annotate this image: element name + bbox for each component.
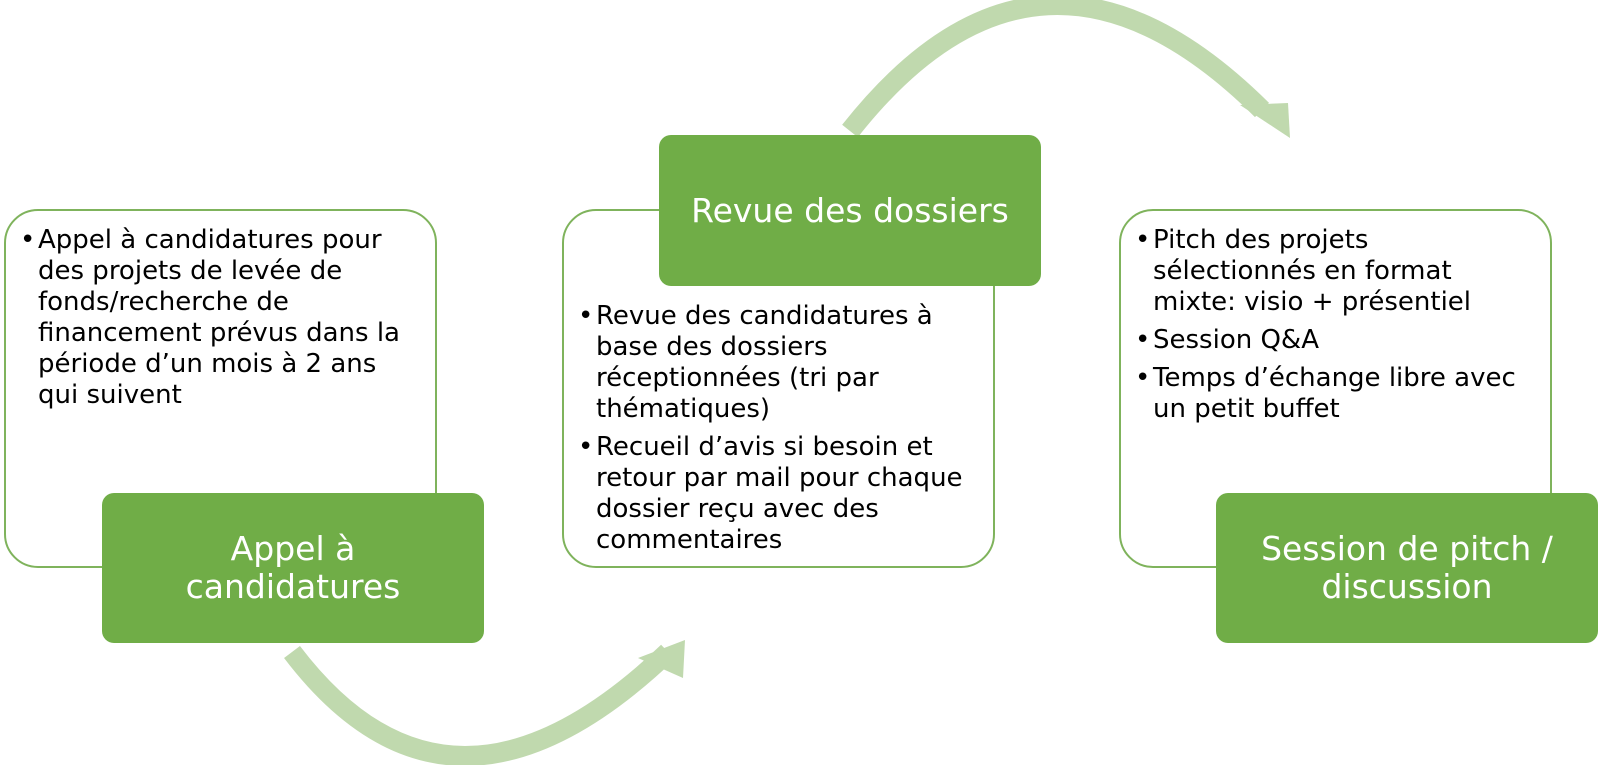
step2-bullet: Recueil d’avis si besoin et retour par m… bbox=[578, 432, 971, 556]
arrow-head-1 bbox=[638, 640, 685, 678]
step2-title: Revue des dossiers bbox=[659, 135, 1041, 286]
arrow-head-2 bbox=[1240, 103, 1290, 138]
step3-title: Session de pitch / discussion bbox=[1216, 493, 1598, 643]
step2-bullet: Revue des candidatures à base des dossie… bbox=[578, 301, 971, 425]
step3-bullet: Temps d’échange libre avec un petit buff… bbox=[1135, 363, 1526, 425]
step1-title: Appel à candidatures bbox=[102, 493, 484, 643]
step3-bullets: Pitch des projets sélectionnés en format… bbox=[1135, 225, 1526, 425]
arrow-step2-to-step3 bbox=[842, 0, 1270, 138]
step1-bullet: Appel à candidatures pour des projets de… bbox=[20, 225, 415, 411]
step1-bullets: Appel à candidatures pour des projets de… bbox=[20, 225, 415, 411]
arrow-step1-to-step2 bbox=[284, 644, 675, 765]
step2-bullets: Revue des candidatures à base des dossie… bbox=[578, 301, 971, 556]
step3-bullet: Pitch des projets sélectionnés en format… bbox=[1135, 225, 1526, 318]
step3-bullet: Session Q&A bbox=[1135, 325, 1526, 356]
